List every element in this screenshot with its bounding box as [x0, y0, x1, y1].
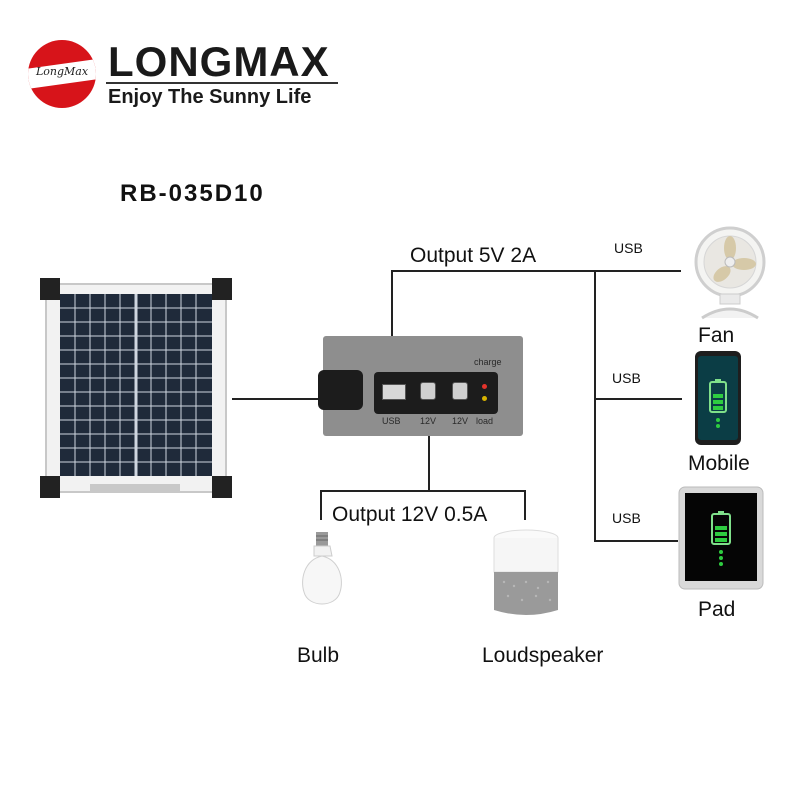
device-label-bulb: Bulb	[297, 644, 339, 668]
charge-led-icon	[482, 384, 487, 389]
brand-tagline: Enjoy The Sunny Life	[108, 86, 311, 109]
usb-pad-wire	[594, 540, 678, 542]
device-label-pad: Pad	[698, 598, 735, 622]
brand-name: LONGMAX	[108, 38, 330, 86]
device-label-loudspeaker: Loudspeaker	[482, 644, 603, 668]
loudspeaker-icon	[490, 526, 562, 622]
dc-output-bus	[320, 490, 526, 492]
charge-indicator-label: charge	[474, 357, 502, 367]
usb-port-icon	[382, 384, 406, 400]
port-label-12v-1: 12V	[420, 416, 436, 426]
dc-port-icon	[420, 382, 436, 400]
usb-mobile-wire	[594, 398, 682, 400]
usb-connector-label-pad: USB	[612, 510, 641, 526]
dc-output-label: Output 12V 0.5A	[332, 503, 487, 527]
brand-logo-script: LongMax	[22, 65, 102, 78]
port-label-usb: USB	[382, 416, 401, 426]
smartphone-icon	[694, 350, 742, 446]
light-bulb-icon	[300, 530, 344, 616]
usb-connector-label-fan: USB	[614, 240, 643, 256]
port-label-load: load	[476, 416, 493, 426]
device-label-fan: Fan	[698, 324, 734, 348]
panel-to-controller-wire	[232, 398, 323, 400]
desk-fan-icon	[684, 222, 770, 322]
dc-port-icon	[452, 382, 468, 400]
usb-output-bus	[391, 270, 681, 272]
dc-bulb-wire	[320, 490, 322, 520]
usb-connector-label-mobile: USB	[612, 370, 641, 386]
status-led-icon	[482, 396, 487, 401]
usb-vertical-bus	[594, 270, 596, 542]
brand-divider	[106, 82, 338, 84]
usb-output-label: Output 5V 2A	[410, 244, 536, 268]
port-label-12v-2: 12V	[452, 416, 468, 426]
tablet-icon	[678, 486, 764, 590]
device-label-mobile: Mobile	[688, 452, 750, 476]
dc-speaker-wire	[524, 490, 526, 520]
solar-panel-icon	[40, 278, 232, 498]
controller-handle	[318, 370, 363, 410]
model-number: RB-035D10	[120, 180, 265, 208]
